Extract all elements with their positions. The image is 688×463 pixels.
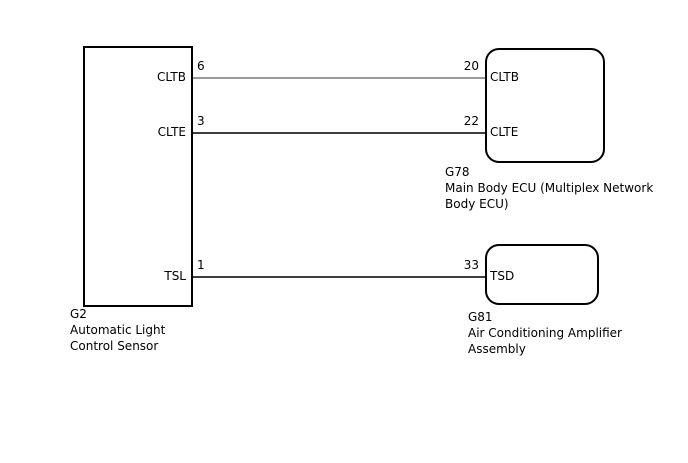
g78-caption: G78 Main Body ECU (Multiplex Network Bod… [445, 164, 653, 212]
g78-component-box [485, 48, 605, 163]
wire-tsl [193, 276, 485, 278]
g81-component-box [485, 244, 599, 305]
wire-cltb [193, 77, 485, 79]
g2-caption: G2 Automatic Light Control Sensor [70, 306, 165, 354]
g78-pin-number-clte: 22 [463, 114, 479, 128]
g81-pin-number-tsd: 33 [463, 258, 479, 272]
g81-pin-label-tsd: TSD [490, 269, 515, 283]
g81-caption: G81 Air Conditioning Amplifier Assembly [468, 309, 622, 357]
g2-component-code: G2 [70, 307, 87, 321]
g78-component-name1: Main Body ECU (Multiplex Network [445, 181, 654, 195]
g78-pin-label-clte: CLTE [490, 125, 519, 139]
g81-component-code: G81 [468, 310, 493, 324]
g81-component-name1: Air Conditioning Amplifier [468, 326, 622, 340]
wire-clte [193, 132, 485, 134]
g2-component-name2: Control Sensor [70, 339, 159, 353]
g2-pin-label-clte: CLTE [157, 125, 186, 139]
g78-component-name2: Body ECU) [445, 197, 509, 211]
g78-component-code: G78 [445, 165, 470, 179]
g2-pin-label-tsl: TSL [164, 269, 186, 283]
g78-pin-label-cltb: CLTB [490, 70, 519, 84]
g2-pin-number-cltb: 6 [197, 59, 205, 73]
g2-pin-number-clte: 3 [197, 114, 205, 128]
g2-component-name1: Automatic Light [70, 323, 166, 337]
g2-pin-number-tsl: 1 [197, 258, 205, 272]
g81-component-name2: Assembly [468, 342, 526, 356]
g78-pin-number-cltb: 20 [463, 59, 479, 73]
g2-pin-label-cltb: CLTB [157, 70, 186, 84]
g2-component-box [83, 46, 193, 307]
